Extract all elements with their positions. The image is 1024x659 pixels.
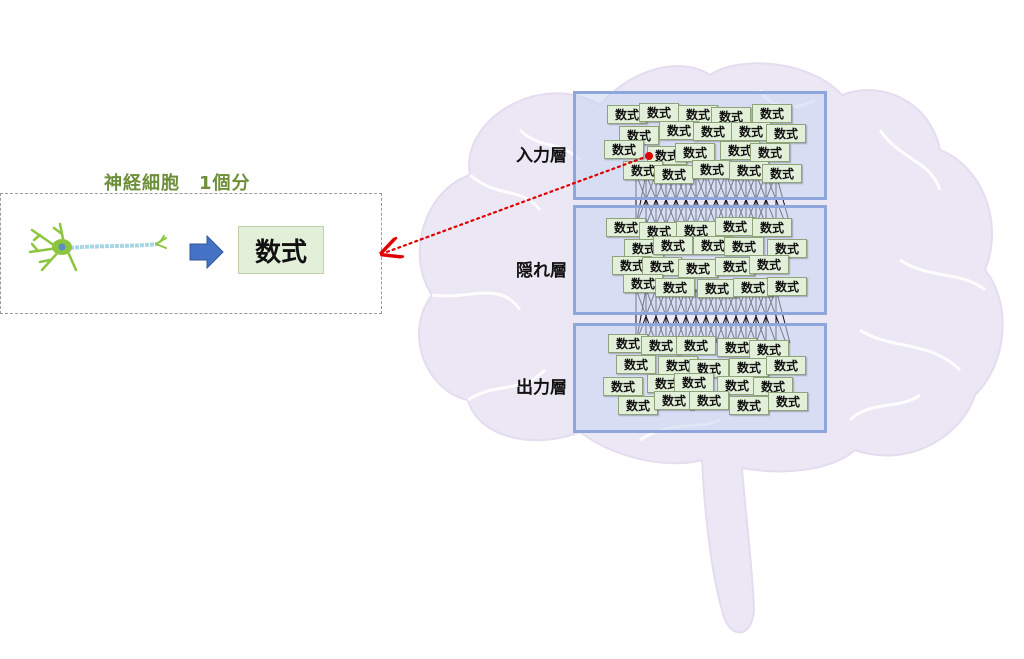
- formula-node: 数式: [692, 160, 732, 179]
- formula-node: 数式: [676, 336, 716, 355]
- formula-node: 数式: [675, 143, 715, 162]
- formula-node: 数式: [729, 358, 769, 377]
- formula-node: 数式: [655, 278, 695, 297]
- formula-node: 数式: [717, 376, 757, 395]
- formula-node: 数式: [733, 278, 773, 297]
- formula-node: 数式: [731, 122, 771, 141]
- formula-node: 数式: [659, 121, 699, 140]
- formula-node: 数式: [767, 277, 807, 296]
- formula-node: 数式: [752, 218, 792, 237]
- formula-node: 数式: [724, 237, 764, 256]
- formula-node: 数式: [749, 340, 789, 359]
- formula-node: 数式: [639, 103, 679, 122]
- formula-node: 数式: [678, 259, 718, 278]
- neuron-formula: 数式: [238, 226, 324, 274]
- formula-node: 数式: [619, 126, 659, 145]
- formula-node: 数式: [715, 217, 755, 236]
- formula-node: 数式: [641, 336, 681, 355]
- formula-node: 数式: [729, 396, 769, 415]
- formula-node: 数式: [729, 161, 769, 180]
- formula-node: 数式: [654, 391, 694, 410]
- formula-node: 数式: [697, 279, 737, 298]
- layer-label-input: 入力層: [516, 146, 567, 166]
- neuron-icon: [28, 222, 167, 272]
- formula-node: 数式: [604, 140, 644, 159]
- formula-node: 数式: [618, 396, 658, 415]
- formula-node: 数式: [603, 377, 643, 396]
- formula-node: 数式: [762, 164, 802, 183]
- formula-node: 数式: [768, 392, 808, 411]
- formula-node: 数式: [753, 377, 793, 396]
- formula-node: 数式: [608, 334, 648, 353]
- formula-node: 数式: [689, 391, 729, 410]
- formula-node: 数式: [623, 274, 663, 293]
- formula-node: 数式: [766, 124, 806, 143]
- formula-node: 数式: [767, 239, 807, 258]
- formula-node: 数式: [752, 104, 792, 123]
- formula-node: 数式: [717, 338, 757, 357]
- formula-node: 数式: [715, 257, 755, 276]
- formula-node: 数式: [654, 165, 694, 184]
- formula-node: 数式: [674, 373, 714, 392]
- neuron-caption: 神経細胞 1個分: [104, 173, 251, 194]
- layer-label-output: 出力層: [516, 378, 567, 398]
- right-arrow-icon: [189, 235, 224, 269]
- formula-node: 数式: [766, 356, 806, 375]
- formula-node: 数式: [693, 122, 733, 141]
- formula-node: 数式: [616, 355, 656, 374]
- formula-node: 数式: [693, 236, 733, 255]
- formula-node: 数式: [653, 236, 693, 255]
- formula-node: 数式: [642, 257, 682, 276]
- formula-node: 数式: [750, 143, 790, 162]
- layer-label-hidden: 隠れ層: [516, 261, 567, 281]
- formula-node: 数式: [749, 255, 789, 274]
